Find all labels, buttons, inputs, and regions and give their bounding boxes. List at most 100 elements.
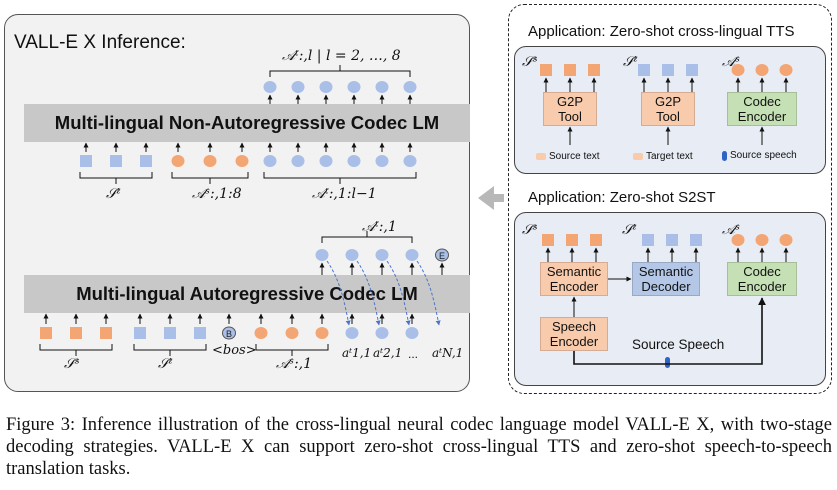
source-speech-path	[573, 297, 766, 365]
a-s-1-8-label: 𝒜ˢ:,1:8	[192, 186, 242, 202]
ar-output-token	[405, 249, 419, 261]
s2st-a-s-token	[731, 234, 745, 246]
feedback-arrow	[416, 260, 441, 326]
applications-panel	[508, 4, 832, 394]
bos-token	[222, 326, 236, 340]
microphone-icon	[722, 150, 727, 161]
feedback-arrow	[326, 260, 351, 326]
tts-codec-encoder: Codec Encoder	[727, 92, 797, 126]
s2st-s-t-token	[642, 234, 654, 246]
nar-input-s-t-token	[110, 155, 122, 167]
tts-s-s-token	[540, 64, 552, 76]
text-icon	[536, 153, 546, 160]
s2st-s-t-token	[666, 234, 678, 246]
a21-label: aᵗ2,1	[373, 346, 403, 360]
nar-output-token	[263, 81, 277, 93]
s2st-a-s-token	[779, 234, 793, 246]
nar-input-a-t-token	[375, 155, 389, 167]
s2st-source-speech: Source Speech	[632, 337, 725, 352]
s2st-a-s: 𝒜ˢ	[722, 222, 740, 238]
nar-input-s-t-token	[80, 155, 92, 167]
a-t-brace-nar	[263, 172, 417, 184]
ar-input-a-s-token	[254, 327, 268, 339]
a-s-brace-ar	[255, 344, 329, 356]
nar-output-brace	[269, 65, 411, 77]
figure-caption: Figure 3: Inference illustration of the …	[6, 415, 832, 479]
tts-target-text: Target text	[633, 151, 693, 162]
nar-output-token	[319, 81, 333, 93]
a-t-1-label: 𝒜ᵗ:,1	[362, 219, 397, 235]
tts-g2p-tool-target: G2P Tool	[641, 92, 695, 126]
tts-s-t-token	[638, 64, 650, 76]
ellipsis-label: ...	[408, 347, 419, 361]
s2st-s-s-token	[590, 234, 602, 246]
nar-input-a-s-token	[235, 155, 249, 167]
ar-output-token	[315, 249, 329, 261]
ar-input-s-t-token	[164, 327, 176, 339]
bos-label: <bos>	[212, 343, 257, 358]
s-t-brace-ar	[133, 344, 207, 356]
nar-output-token	[403, 81, 417, 93]
ar-input-s-s-token	[40, 327, 52, 339]
ar-input-a-t-token	[345, 327, 359, 339]
feedback-arrow	[356, 260, 381, 326]
s2st-s-s-token	[542, 234, 554, 246]
nar-output-token	[291, 81, 305, 93]
nar-output-label: 𝒜ᵗ:,l | l = 2, …, 8	[282, 48, 401, 64]
tts-a-s-token	[731, 64, 745, 76]
connector-arrow	[478, 186, 504, 210]
ar-input-s-s-token	[100, 327, 112, 339]
nar-input-a-s-token	[203, 155, 217, 167]
tts-source-speech: Source speech	[722, 150, 797, 161]
s2st-s-s-token	[566, 234, 578, 246]
s2st-codec-encoder: Codec Encoder	[727, 262, 797, 296]
ar-output-brace	[321, 231, 413, 243]
s2st-s-s: 𝒮ˢ	[522, 222, 538, 238]
end-token-label: E	[439, 251, 445, 261]
ar-codec-lm: Multi-lingual Autoregressive Codec LM	[24, 275, 470, 313]
aN1-label: aᵗN,1	[432, 346, 464, 360]
nar-input-a-t-token	[347, 155, 361, 167]
nar-input-a-s-token	[171, 155, 185, 167]
ar-input-s-s-token	[70, 327, 82, 339]
a-s-brace-nar	[171, 172, 249, 184]
s2st-s-t: 𝒮ᵗ	[622, 222, 637, 238]
ar-output-token	[375, 249, 389, 261]
nar-input-a-t-token	[319, 155, 333, 167]
ar-input-s-t-token	[134, 327, 146, 339]
s2st-app-title: Application: Zero-shot S2ST	[528, 189, 716, 206]
tts-g2p-tool-source: G2P Tool	[543, 92, 597, 126]
tts-a-s-token	[779, 64, 793, 76]
tts-s-s-token	[564, 64, 576, 76]
tts-app-title: Application: Zero-shot cross-lingual TTS	[528, 23, 795, 40]
s-t-label-ar: 𝒮ᵗ	[158, 356, 173, 372]
ar-input-a-s-token	[285, 327, 299, 339]
tts-s-t: 𝒮ᵗ	[623, 54, 638, 70]
nar-codec-lm: Multi-lingual Non-Autoregressive Codec L…	[24, 104, 470, 142]
tts-s-t-token	[686, 64, 698, 76]
semantic-decoder: Semantic Decoder	[632, 262, 700, 296]
s2st-s-t-token	[690, 234, 702, 246]
tts-s-s: 𝒮ˢ	[522, 54, 538, 70]
s-t-label-nar: 𝒮ᵗ	[106, 186, 121, 202]
ar-input-a-t-token	[405, 327, 419, 339]
ar-input-a-t-token	[375, 327, 389, 339]
tts-s-t-token	[662, 64, 674, 76]
feedback-arrow	[386, 260, 411, 326]
tts-source-text: Source text	[536, 151, 600, 162]
s-t-brace-nar	[79, 172, 153, 184]
microphone-icon	[665, 357, 670, 368]
a11-label: aᵗ1,1	[342, 346, 372, 360]
inference-title: VALL-E X Inference:	[14, 32, 186, 53]
nar-output-token	[375, 81, 389, 93]
semantic-encoder: Semantic Encoder	[540, 262, 608, 296]
end-token	[435, 248, 449, 262]
nar-input-a-t-token	[291, 155, 305, 167]
speech-encoder: Speech Encoder	[540, 317, 608, 351]
ar-output-token	[345, 249, 359, 261]
nar-input-a-t-token	[263, 155, 277, 167]
ar-input-s-t-token	[194, 327, 206, 339]
a-s-1-label: 𝒜ˢ:,1	[276, 356, 313, 372]
tts-a-s-token	[755, 64, 769, 76]
